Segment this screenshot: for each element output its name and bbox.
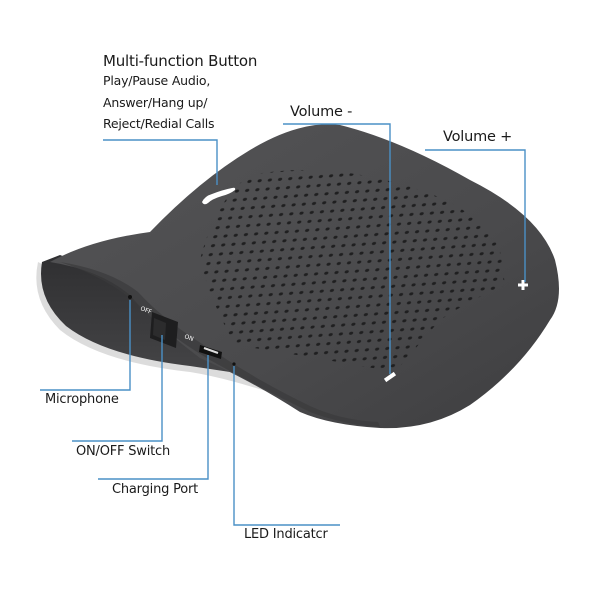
phone-handset-icon xyxy=(202,187,236,205)
callout-lines xyxy=(40,123,526,526)
multifunction-line-3: Reject/Redial Calls xyxy=(103,116,215,131)
led-indicator-label: LED Indicatcr xyxy=(244,527,328,542)
switch-label: ON/OFF Switch xyxy=(76,444,171,459)
callout-line-multifunction xyxy=(103,139,218,185)
callout-line-volume-down xyxy=(283,123,391,374)
switch-on-text: ON xyxy=(183,333,194,343)
callout-line-led xyxy=(233,366,340,526)
volume-down-label: Volume - xyxy=(290,104,353,120)
microphone-hole xyxy=(128,295,132,299)
callout-line-charging xyxy=(98,355,209,480)
plus-icon xyxy=(518,280,528,290)
callout-line-microphone xyxy=(40,300,131,391)
callout-line-volume-up xyxy=(425,149,526,282)
callout-line-switch xyxy=(72,335,163,442)
microphone-label: Microphone xyxy=(45,392,119,407)
charging-port xyxy=(199,345,222,359)
on-off-switch xyxy=(150,312,178,348)
multifunction-title: Multi-function Button xyxy=(103,52,258,70)
volume-up-label: Volume + xyxy=(443,129,513,145)
switch-off-text: OFF xyxy=(139,305,153,316)
minus-icon xyxy=(383,371,397,383)
led-indicator xyxy=(232,362,236,366)
charging-port-label: Charging Port xyxy=(112,482,199,497)
multifunction-line-1: Play/Pause Audio, xyxy=(103,73,211,88)
multifunction-line-2: Answer/Hang up/ xyxy=(103,95,208,110)
